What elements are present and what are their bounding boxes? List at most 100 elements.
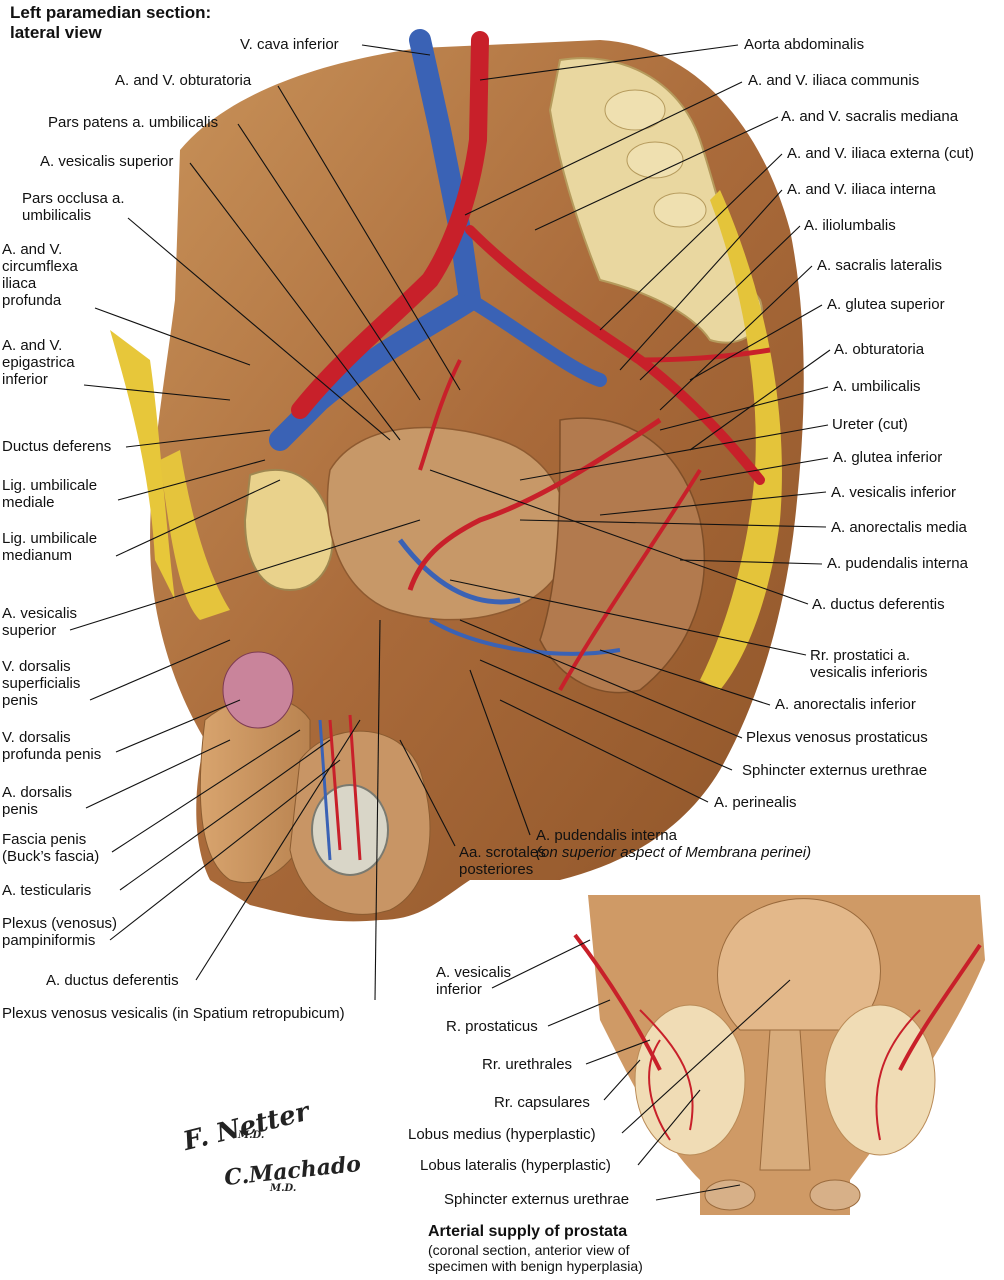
- label-ureter-cut: Ureter (cut): [832, 416, 908, 433]
- label-epigastrica-line3: inferior: [2, 371, 48, 388]
- inset-sphincter-left: [704, 1179, 756, 1211]
- label-epigastrica-line1: A. and V.: [2, 337, 63, 354]
- inset-caption: (coronal section, anterior view of speci…: [428, 1242, 643, 1274]
- label-circumflexa-line1: A. and V.: [2, 241, 63, 258]
- label-plexus-pamp-line2: pampiniformis: [2, 932, 96, 949]
- label-a-v-sacralis-mediana: A. and V. sacralis mediana: [781, 108, 959, 125]
- artery-vesicalis-superior: [418, 359, 462, 471]
- pubic-bone: [243, 469, 334, 592]
- label-a-pudendalis-interna-2: A. pudendalis interna: [536, 827, 677, 844]
- main-dissection: [110, 29, 804, 922]
- inset-caption-line-2: specimen with benign hyperplasia): [428, 1258, 643, 1274]
- leader-lines: [69, 44, 831, 1201]
- label-epigastrica-line2: epigastrica: [2, 354, 75, 371]
- bladder: [326, 426, 569, 621]
- artery-testicularis: [328, 714, 362, 861]
- inset-prostate: [573, 895, 985, 1215]
- label-a-vesicalis-superior-top: A. vesicalis superior: [40, 153, 174, 170]
- label-a-ductus-deferentis-right: A. ductus deferentis: [812, 596, 945, 613]
- label-a-v-iliaca-communis: A. and V. iliaca communis: [748, 72, 920, 89]
- testis: [311, 784, 389, 876]
- label-a-anorectalis-inferior: A. anorectalis inferior: [775, 696, 916, 713]
- label-plexus-venosus-prostaticus: Plexus venosus prostaticus: [746, 729, 928, 746]
- label-a-ductus-def-left: A. ductus deferentis: [46, 972, 179, 989]
- label-lig-medianum-line1: Lig. umbilicale: [2, 530, 98, 547]
- label-inset-rr-capsulares: Rr. capsulares: [494, 1094, 590, 1111]
- label-a-v-obturatoria: A. and V. obturatoria: [115, 72, 252, 89]
- inset-bladder: [717, 898, 881, 1031]
- label-inset-ves-inf-line2: inferior: [436, 981, 482, 998]
- rectum: [539, 417, 706, 694]
- label-a-glutea-inferior: A. glutea inferior: [833, 449, 943, 466]
- label-a-ves-sup-line1: A. vesicalis: [2, 605, 78, 622]
- label-aa-scrotales-line1: Aa. scrotales: [459, 844, 546, 861]
- label-aorta-abdominalis: Aorta abdominalis: [744, 36, 865, 53]
- artery-iliaca-interna: [465, 225, 765, 485]
- label-a-dors-line1: A. dorsalis: [2, 784, 73, 801]
- label-inset-lobus-medius: Lobus medius (hyperplastic): [408, 1126, 596, 1143]
- title-line-1: Left paramedian section:: [10, 3, 212, 22]
- label-inset-lobus-lateralis: Lobus lateralis (hyperplastic): [420, 1157, 611, 1174]
- label-inset-r-prostaticus: R. prostaticus: [446, 1018, 538, 1035]
- label-plexus-vesicalis: Plexus venosus vesicalis (in Spatium ret…: [2, 1005, 345, 1022]
- label-rr-prostatici-line1: Rr. prostatici a.: [810, 647, 911, 664]
- label-pars-occlusa-line2: umbilicalis: [22, 207, 92, 224]
- label-lig-medianum-line2: medianum: [2, 547, 73, 564]
- inset-caption-line-1: (coronal section, anterior view of: [428, 1242, 630, 1258]
- label-a-pudendalis-interna: A. pudendalis interna: [827, 555, 968, 572]
- label-a-iliolumbalis: A. iliolumbalis: [804, 217, 896, 234]
- label-a-umbilicalis: A. umbilicalis: [833, 378, 921, 395]
- label-a-anorectalis-media: A. anorectalis media: [831, 519, 967, 536]
- label-fascia-line2: (Buck’s fascia): [2, 848, 100, 865]
- label-v-dors-prof-line2: profunda penis: [2, 746, 102, 763]
- label-circumflexa-line3: iliaca: [2, 275, 37, 292]
- label-a-pudendalis-interna-2-note: (on superior aspect of Membrana perinei): [536, 844, 812, 861]
- label-plexus-pamp-line1: Plexus (venosus): [2, 915, 118, 932]
- label-v-dors-prof-line1: V. dorsalis: [2, 729, 71, 746]
- label-inset-rr-urethrales: Rr. urethrales: [482, 1056, 573, 1073]
- inset-title: Arterial supply of prostata: [428, 1223, 628, 1240]
- label-a-ves-sup-line2: superior: [2, 622, 57, 639]
- label-sphincter-externus-urethrae: Sphincter externus urethrae: [742, 762, 928, 779]
- label-a-v-iliaca-interna: A. and V. iliaca interna: [787, 181, 936, 198]
- label-circumflexa-line4: profunda: [2, 292, 62, 309]
- fat-anterior: [110, 330, 175, 600]
- corpus-cavernosum: [222, 651, 294, 729]
- label-v-dors-sup-line1: V. dorsalis: [2, 658, 71, 675]
- inset-lobe-left: [634, 1004, 746, 1156]
- label-a-perinealis: A. perinealis: [714, 794, 797, 811]
- signature-netter-md: M.D.: [238, 1130, 265, 1141]
- inset-artery-branches: [639, 1009, 921, 1141]
- label-a-vesicalis-inferior: A. vesicalis inferior: [831, 484, 957, 501]
- signature-machado-md: M.D.: [270, 1183, 297, 1194]
- vein-iliaca-interna: [463, 293, 607, 387]
- label-v-dors-sup-line3: penis: [2, 692, 38, 709]
- label-vena-cava-inferior: V. cava inferior: [240, 36, 339, 53]
- label-aa-scrotales-line2: posteriores: [459, 861, 534, 878]
- label-a-sacralis-lateralis: A. sacralis lateralis: [817, 257, 943, 274]
- label-ductus-deferens: Ductus deferens: [2, 438, 112, 455]
- inset-sphincter-right: [809, 1179, 861, 1211]
- label-a-glutea-superior: A. glutea superior: [827, 296, 945, 313]
- artery-aorta-iliac: [291, 31, 489, 419]
- label-a-testicularis: A. testicularis: [2, 882, 92, 899]
- artery-pudendalis-interna: [558, 468, 702, 691]
- label-pars-patens: Pars patens a. umbilicalis: [48, 114, 219, 131]
- plexus-vesicalis-vein: [398, 538, 521, 605]
- label-a-obturatoria: A. obturatoria: [834, 341, 925, 358]
- label-inset-sphincter: Sphincter externus urethrae: [444, 1191, 630, 1208]
- label-a-v-iliaca-externa: A. and V. iliaca externa (cut): [787, 145, 975, 162]
- label-fascia-line1: Fascia penis: [2, 831, 87, 848]
- label-lig-mediale-line2: mediale: [2, 494, 55, 511]
- label-v-dors-sup-line2: superficialis: [2, 675, 81, 692]
- fat-posterior: [700, 190, 782, 690]
- label-lig-mediale-line1: Lig. umbilicale: [2, 477, 98, 494]
- vertebra-2: [626, 141, 684, 179]
- plexus-prostaticus-vein: [428, 618, 621, 656]
- title-line-2: lateral view: [10, 23, 102, 42]
- figure-title: Left paramedian section: lateral view: [10, 3, 211, 43]
- vein-pampiniformis: [318, 719, 332, 861]
- label-inset-ves-inf-line1: A. vesicalis: [436, 964, 512, 981]
